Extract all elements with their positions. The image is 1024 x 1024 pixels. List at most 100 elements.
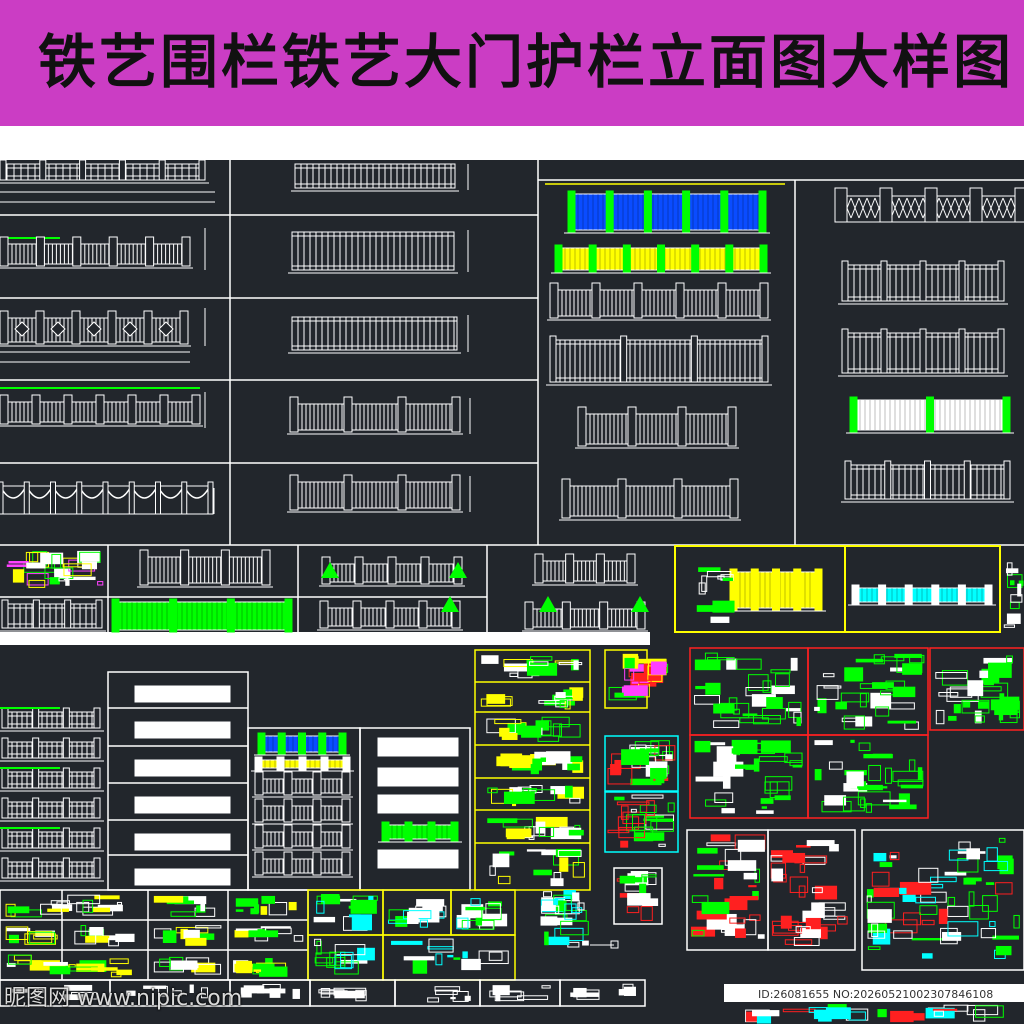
cad-shape: [207, 481, 214, 515]
cad-detail-cluster: [489, 848, 585, 887]
cad-shape: [509, 672, 519, 678]
cad-shape: [134, 796, 231, 814]
cad-stroke: [906, 197, 916, 219]
cad-shape: [316, 900, 325, 914]
cad-shape: [0, 236, 9, 267]
cad-shape: [12, 569, 25, 583]
cad-shape: [890, 1010, 914, 1023]
cad-shape: [892, 770, 924, 783]
fence-block: [134, 796, 231, 814]
cad-shape: [452, 991, 469, 1002]
cad-stroke: [946, 197, 956, 219]
cad-shape: [555, 848, 582, 858]
cad-shape: [627, 893, 651, 906]
cad-shape: [725, 244, 734, 273]
cad-shape: [86, 321, 102, 337]
cad-shape: [930, 876, 957, 883]
cad-shape: [931, 584, 940, 605]
cad-shape: [312, 824, 322, 849]
cad-shape: [1, 857, 9, 879]
cad-shape: [435, 953, 443, 966]
cad-shape: [1006, 613, 1021, 624]
cad-shape: [691, 244, 700, 273]
cad-shape: [169, 598, 178, 633]
cad-shape: [495, 993, 501, 1002]
cad-shape: [998, 713, 1004, 721]
cad-shape: [880, 260, 888, 302]
fence-elevation-colored: [378, 821, 462, 843]
cad-shape: [673, 478, 683, 519]
fence-elevation: [287, 474, 463, 513]
cad-shape: [727, 406, 737, 447]
banner-title: 铁艺围栏铁艺大门护栏立面图大样图: [38, 28, 1015, 96]
cad-shape: [334, 990, 365, 999]
cad-shape: [814, 885, 838, 900]
cad-shape: [729, 895, 759, 901]
drawing-frame: [613, 867, 663, 925]
fence-elevation-colored: [846, 396, 1014, 434]
cad-shape: [540, 757, 547, 762]
cad-detail-cluster: [607, 740, 676, 786]
cad-shape: [752, 1010, 780, 1017]
drawing-frame: [929, 647, 1024, 731]
fence-elevation: [0, 236, 193, 269]
cad-shape: [851, 584, 860, 605]
cad-shape: [805, 917, 821, 930]
cad-shape: [562, 909, 587, 922]
cad-shape: [614, 759, 622, 774]
cad-shape: [752, 890, 759, 900]
cad-shape: [511, 803, 517, 807]
cad-shape: [961, 699, 990, 714]
cad-detail-cluster: [608, 653, 669, 701]
cad-shape: [691, 895, 709, 903]
cad-stroke: [850, 197, 860, 219]
cad-shape: [694, 695, 720, 705]
cad-shape: [26, 573, 49, 586]
cad-shape: [695, 685, 717, 690]
cad-shape: [695, 776, 727, 782]
cad-shape: [7, 954, 32, 965]
cad-shape: [492, 985, 510, 996]
cad-shape: [807, 734, 929, 819]
cad-shape: [979, 670, 989, 678]
cad-shape: [260, 906, 268, 915]
fence-elevation: [317, 600, 463, 631]
cad-shape: [180, 549, 190, 586]
cad-shape: [32, 599, 40, 629]
cad-shape: [341, 851, 351, 876]
cad-detail-cluster: [540, 890, 589, 948]
cad-shape: [235, 898, 259, 907]
cad-shape: [799, 864, 806, 873]
fence-elevation: [838, 260, 1008, 305]
cad-shape: [170, 960, 198, 970]
cad-shape: [529, 661, 549, 666]
drawing-frame: [604, 735, 679, 792]
cad-shape: [507, 722, 526, 735]
cad-shape: [837, 916, 848, 925]
cad-shape: [201, 987, 209, 999]
cad-shape: [907, 1013, 925, 1021]
cad-shape: [8, 561, 29, 564]
cad-shape: [662, 662, 667, 667]
cad-shape: [842, 796, 865, 812]
cad-shape: [320, 894, 340, 904]
cad-shape: [894, 653, 922, 658]
cad-shape: [291, 231, 455, 271]
cad-detail-cluster: [489, 985, 551, 1002]
cad-shape: [749, 914, 761, 921]
cad-shape: [780, 915, 792, 929]
cad-shape: [50, 481, 56, 515]
cad-shape: [748, 885, 757, 888]
cad-shape: [72, 236, 82, 267]
bottom-frame-row: [0, 979, 646, 1007]
cad-shape: [314, 938, 322, 947]
cad-shape: [76, 963, 105, 972]
cad-detail-cluster: [427, 986, 471, 1003]
cad-stroke: [914, 197, 924, 219]
cad-shape: [639, 883, 647, 899]
cad-shape: [871, 871, 890, 887]
cad-shape: [717, 282, 727, 319]
fence-elevation: [252, 771, 353, 798]
cad-shape: [720, 190, 729, 233]
cad-shape: [51, 553, 62, 569]
